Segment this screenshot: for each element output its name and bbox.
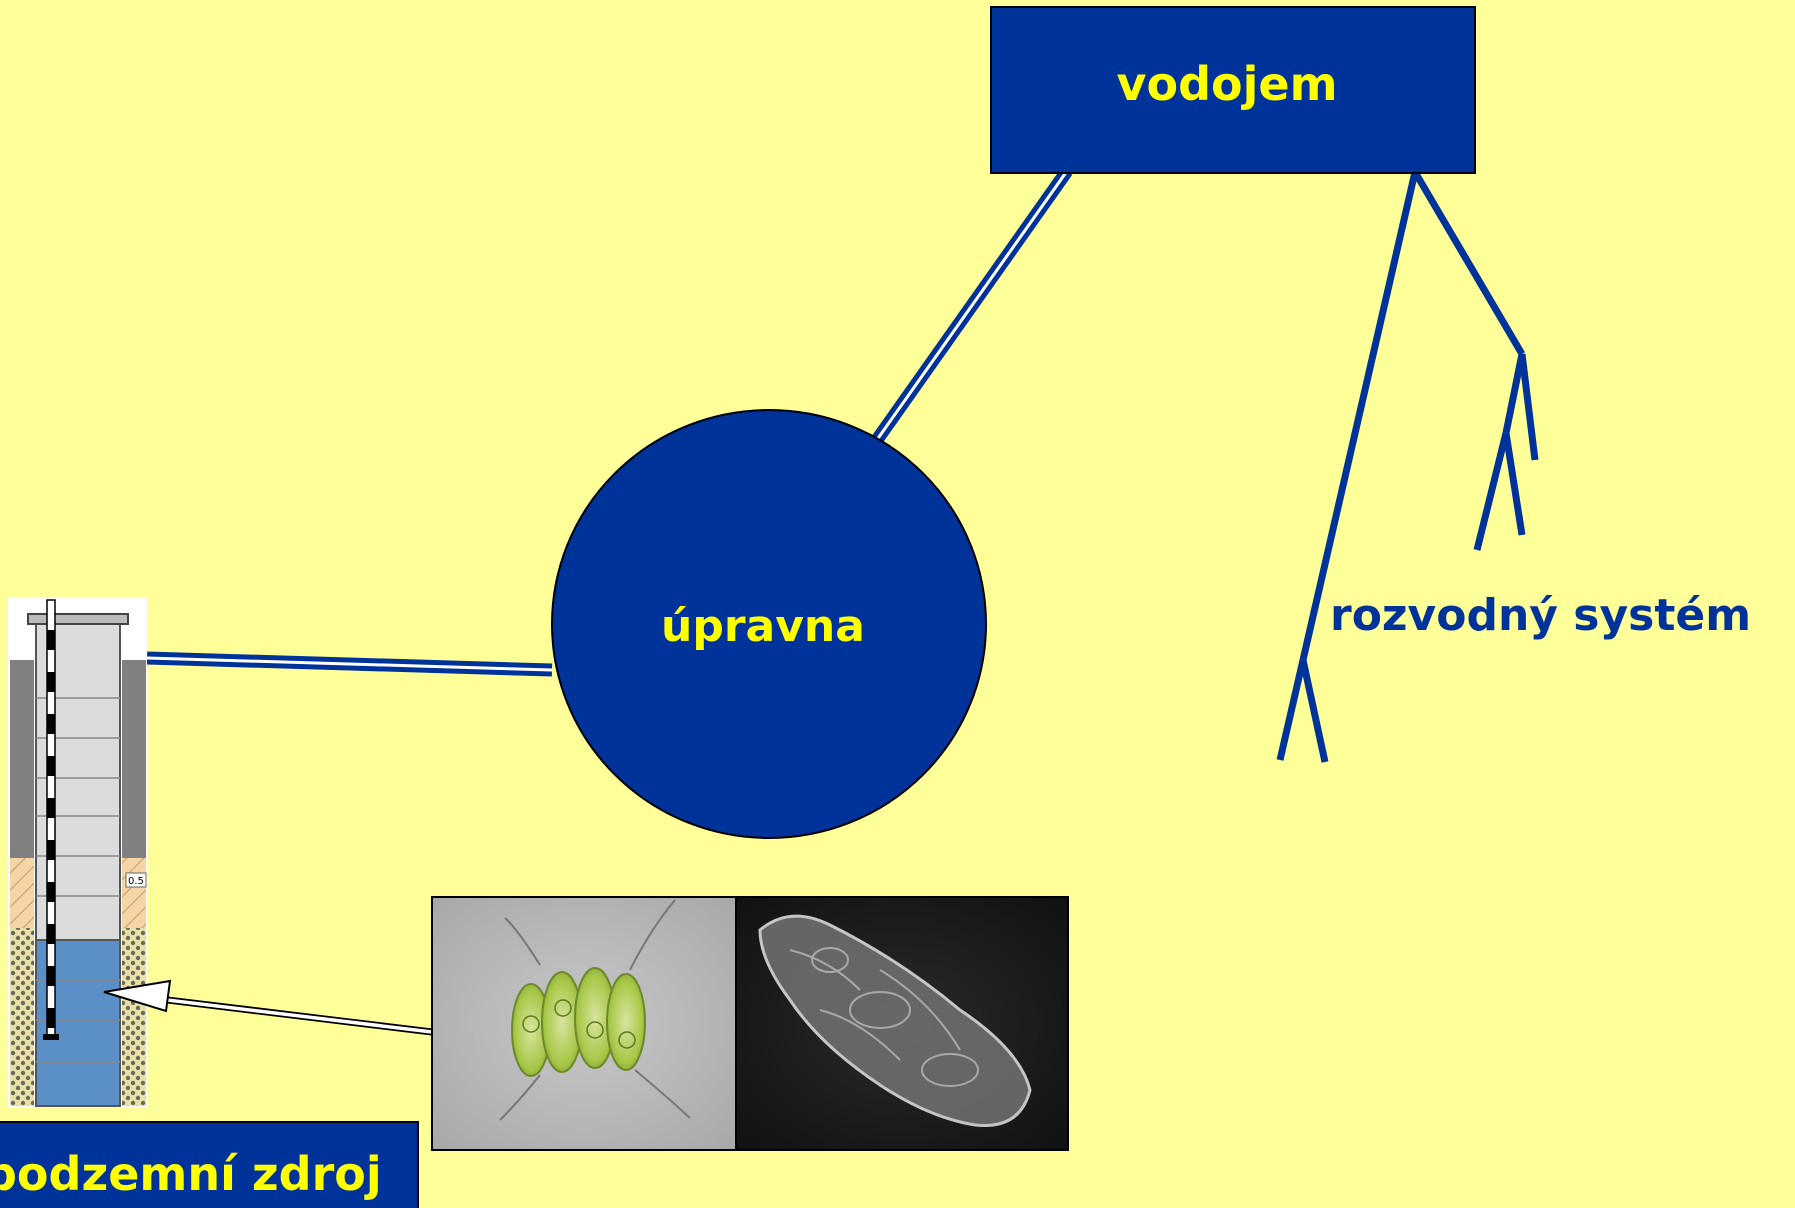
distribution-network [1280, 172, 1535, 762]
well-cross-section: 0.5 [8, 597, 147, 1107]
rotifer-micrograph [736, 897, 1068, 1150]
pipe-source-treatment [147, 658, 552, 670]
contamination-arrow [104, 981, 432, 1032]
source-label: podzemní zdroj [0, 1147, 382, 1201]
pipe-treatment-reservoir [862, 171, 1067, 461]
reservoir-node: vodojem [991, 7, 1475, 173]
depth-marker: 0.5 [128, 876, 144, 887]
distribution-label: rozvodný systém [1330, 590, 1751, 641]
treatment-node: úpravna [552, 410, 986, 838]
source-node: podzemní zdroj [0, 1122, 418, 1208]
reservoir-label: vodojem [1116, 57, 1337, 111]
algae-micrograph [432, 897, 736, 1150]
treatment-label: úpravna [661, 601, 865, 652]
